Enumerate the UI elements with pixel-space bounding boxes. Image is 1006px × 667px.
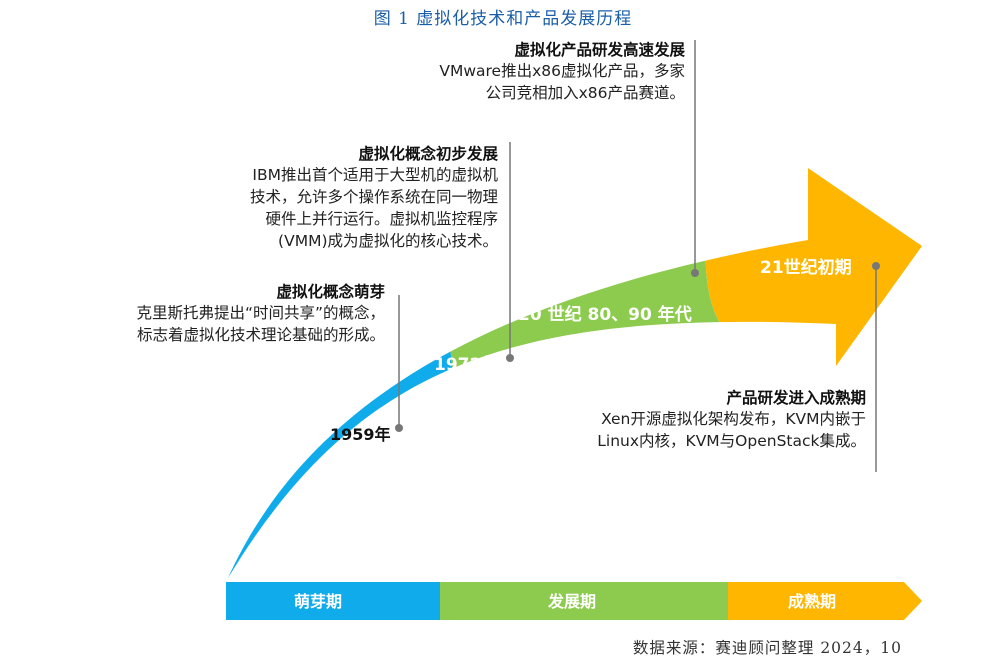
annotation-mature: 产品研发进入成熟期 Xen开源虚拟化架构发布，KVM内嵌于 Linux内核，KV…: [520, 386, 866, 452]
label-1959: 1959年: [330, 425, 391, 444]
annotation-sprout: 虚拟化概念萌芽 克里斯托弗提出“时间共享”的概念， 标志着虚拟化技术理论基础的形…: [40, 280, 385, 346]
label-80s-90s: 20 世纪 80、90 年代: [518, 304, 692, 325]
annotation-rapid-line-1: VMware推出x86虚拟化产品，多家: [439, 62, 685, 80]
phase-bar: 萌芽期 发展期 成熟期: [226, 582, 922, 620]
dot-mature: [872, 262, 880, 270]
annotation-initial-line-2: 技术，允许多个操作系统在同一物理: [249, 188, 498, 206]
phase-bar-green: [440, 582, 728, 620]
annotation-rapid: 虚拟化产品研发高速发展 VMware推出x86虚拟化产品，多家 公司竞相加入x8…: [340, 38, 685, 104]
annotation-initial-line-1: IBM推出首个适用于大型机的虚拟机: [252, 166, 498, 184]
annotation-initial-line-3: 硬件上并行运行。虚拟机监控程序: [265, 210, 498, 228]
annotation-mature-line-2: Linux内核，KVM与OpenStack集成。: [597, 432, 866, 450]
phase-bar-orange: [728, 582, 922, 620]
annotation-initial-line-4: (VMM)成为虚拟化的核心技术。: [278, 232, 498, 250]
leader-lines: [398, 40, 877, 472]
annotation-rapid-line-2: 公司竞相加入x86产品赛道。: [485, 84, 685, 102]
phase-bar-blue: [226, 582, 440, 620]
dot-1959: [395, 424, 403, 432]
annotation-mature-line-1: Xen开源虚拟化架构发布，KVM内嵌于: [601, 410, 866, 428]
figure-title: 图 1 虚拟化技术和产品发展历程: [373, 9, 633, 29]
annotation-initial: 虚拟化概念初步发展 IBM推出首个适用于大型机的虚拟机 技术，允许多个操作系统在…: [150, 142, 498, 252]
label-21st-century: 21世纪初期: [760, 257, 852, 278]
annotation-sprout-line-2: 标志着虚拟化技术理论基础的形成。: [136, 326, 385, 344]
phase-label-mature: 成熟期: [788, 592, 836, 611]
annotation-rapid-heading: 虚拟化产品研发高速发展: [514, 41, 685, 59]
dot-8090: [691, 269, 699, 277]
annotation-sprout-heading: 虚拟化概念萌芽: [276, 283, 385, 301]
annotation-sprout-line-1: 克里斯托弗提出“时间共享”的概念，: [136, 304, 385, 322]
phase-label-develop: 发展期: [547, 592, 596, 611]
arrow-segment-orange: [705, 168, 922, 420]
source-note: 数据来源：赛迪顾问整理 2024，10: [632, 639, 902, 657]
leader-dots: [395, 262, 880, 432]
annotation-mature-heading: 产品研发进入成熟期: [726, 389, 866, 407]
dot-1972: [506, 354, 514, 362]
annotation-initial-heading: 虚拟化概念初步发展: [358, 145, 498, 163]
label-1972: 1972年: [434, 354, 498, 375]
phase-label-sprout: 萌芽期: [294, 592, 342, 611]
